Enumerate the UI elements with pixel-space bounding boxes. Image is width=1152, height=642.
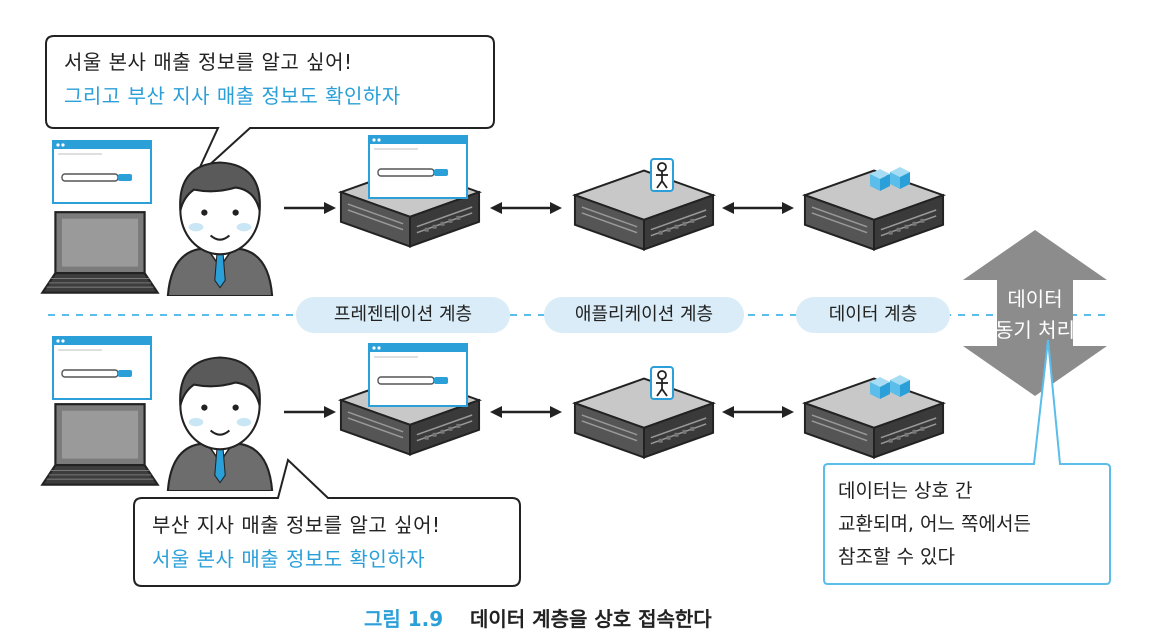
app-person-icon <box>650 366 674 400</box>
double-arrow-icon <box>490 406 562 418</box>
note-line2: 교환되며, 어느 쪽에서든 <box>838 513 1031 535</box>
double-arrow-icon <box>722 406 794 418</box>
bottom-speech-bubble <box>133 458 521 587</box>
note-line1: 데이터는 상호 간 <box>838 480 973 502</box>
top-bubble-line2: 그리고 부산 지사 매출 정보도 확인하자 <box>64 84 401 108</box>
app-person-icon <box>650 158 674 192</box>
bottom-bubble-line1: 부산 지사 매출 정보를 알고 싶어! <box>152 513 441 537</box>
figure-number: 그림 1.9 <box>364 607 444 631</box>
browser-window-icon <box>368 343 468 407</box>
database-cubes-icon <box>868 164 914 194</box>
presentation-layer-label: 프레젠테이션 계층 <box>296 297 510 333</box>
sync-double-arrow <box>963 230 1107 396</box>
application-layer-label: 애플리케이션 계층 <box>544 297 744 333</box>
user-person-icon <box>162 150 278 296</box>
server-icon <box>570 373 718 463</box>
browser-window-icon <box>52 140 152 204</box>
arrow-icon <box>284 406 336 418</box>
arrow-icon <box>284 202 336 214</box>
sync-label-line2: 동기 처리 <box>995 318 1075 342</box>
browser-window-icon <box>52 336 152 400</box>
double-arrow-icon <box>722 202 794 214</box>
figure-title: 데이터 계층을 상호 접속한다 <box>470 607 712 631</box>
laptop-icon <box>40 210 160 297</box>
bottom-bubble-line2: 서울 본사 매출 정보도 확인하자 <box>152 547 426 571</box>
top-speech-bubble <box>45 35 495 179</box>
annotation-note-box <box>823 339 1111 585</box>
double-arrow-icon <box>490 202 562 214</box>
sync-label-line1: 데이터 <box>1007 287 1063 311</box>
note-line3: 참조할 수 있다 <box>838 546 955 568</box>
browser-window-icon <box>368 135 468 199</box>
data-layer-label: 데이터 계층 <box>796 297 950 333</box>
top-bubble-line1: 서울 본사 매출 정보를 알고 싶어! <box>64 50 353 74</box>
server-icon <box>570 165 718 255</box>
